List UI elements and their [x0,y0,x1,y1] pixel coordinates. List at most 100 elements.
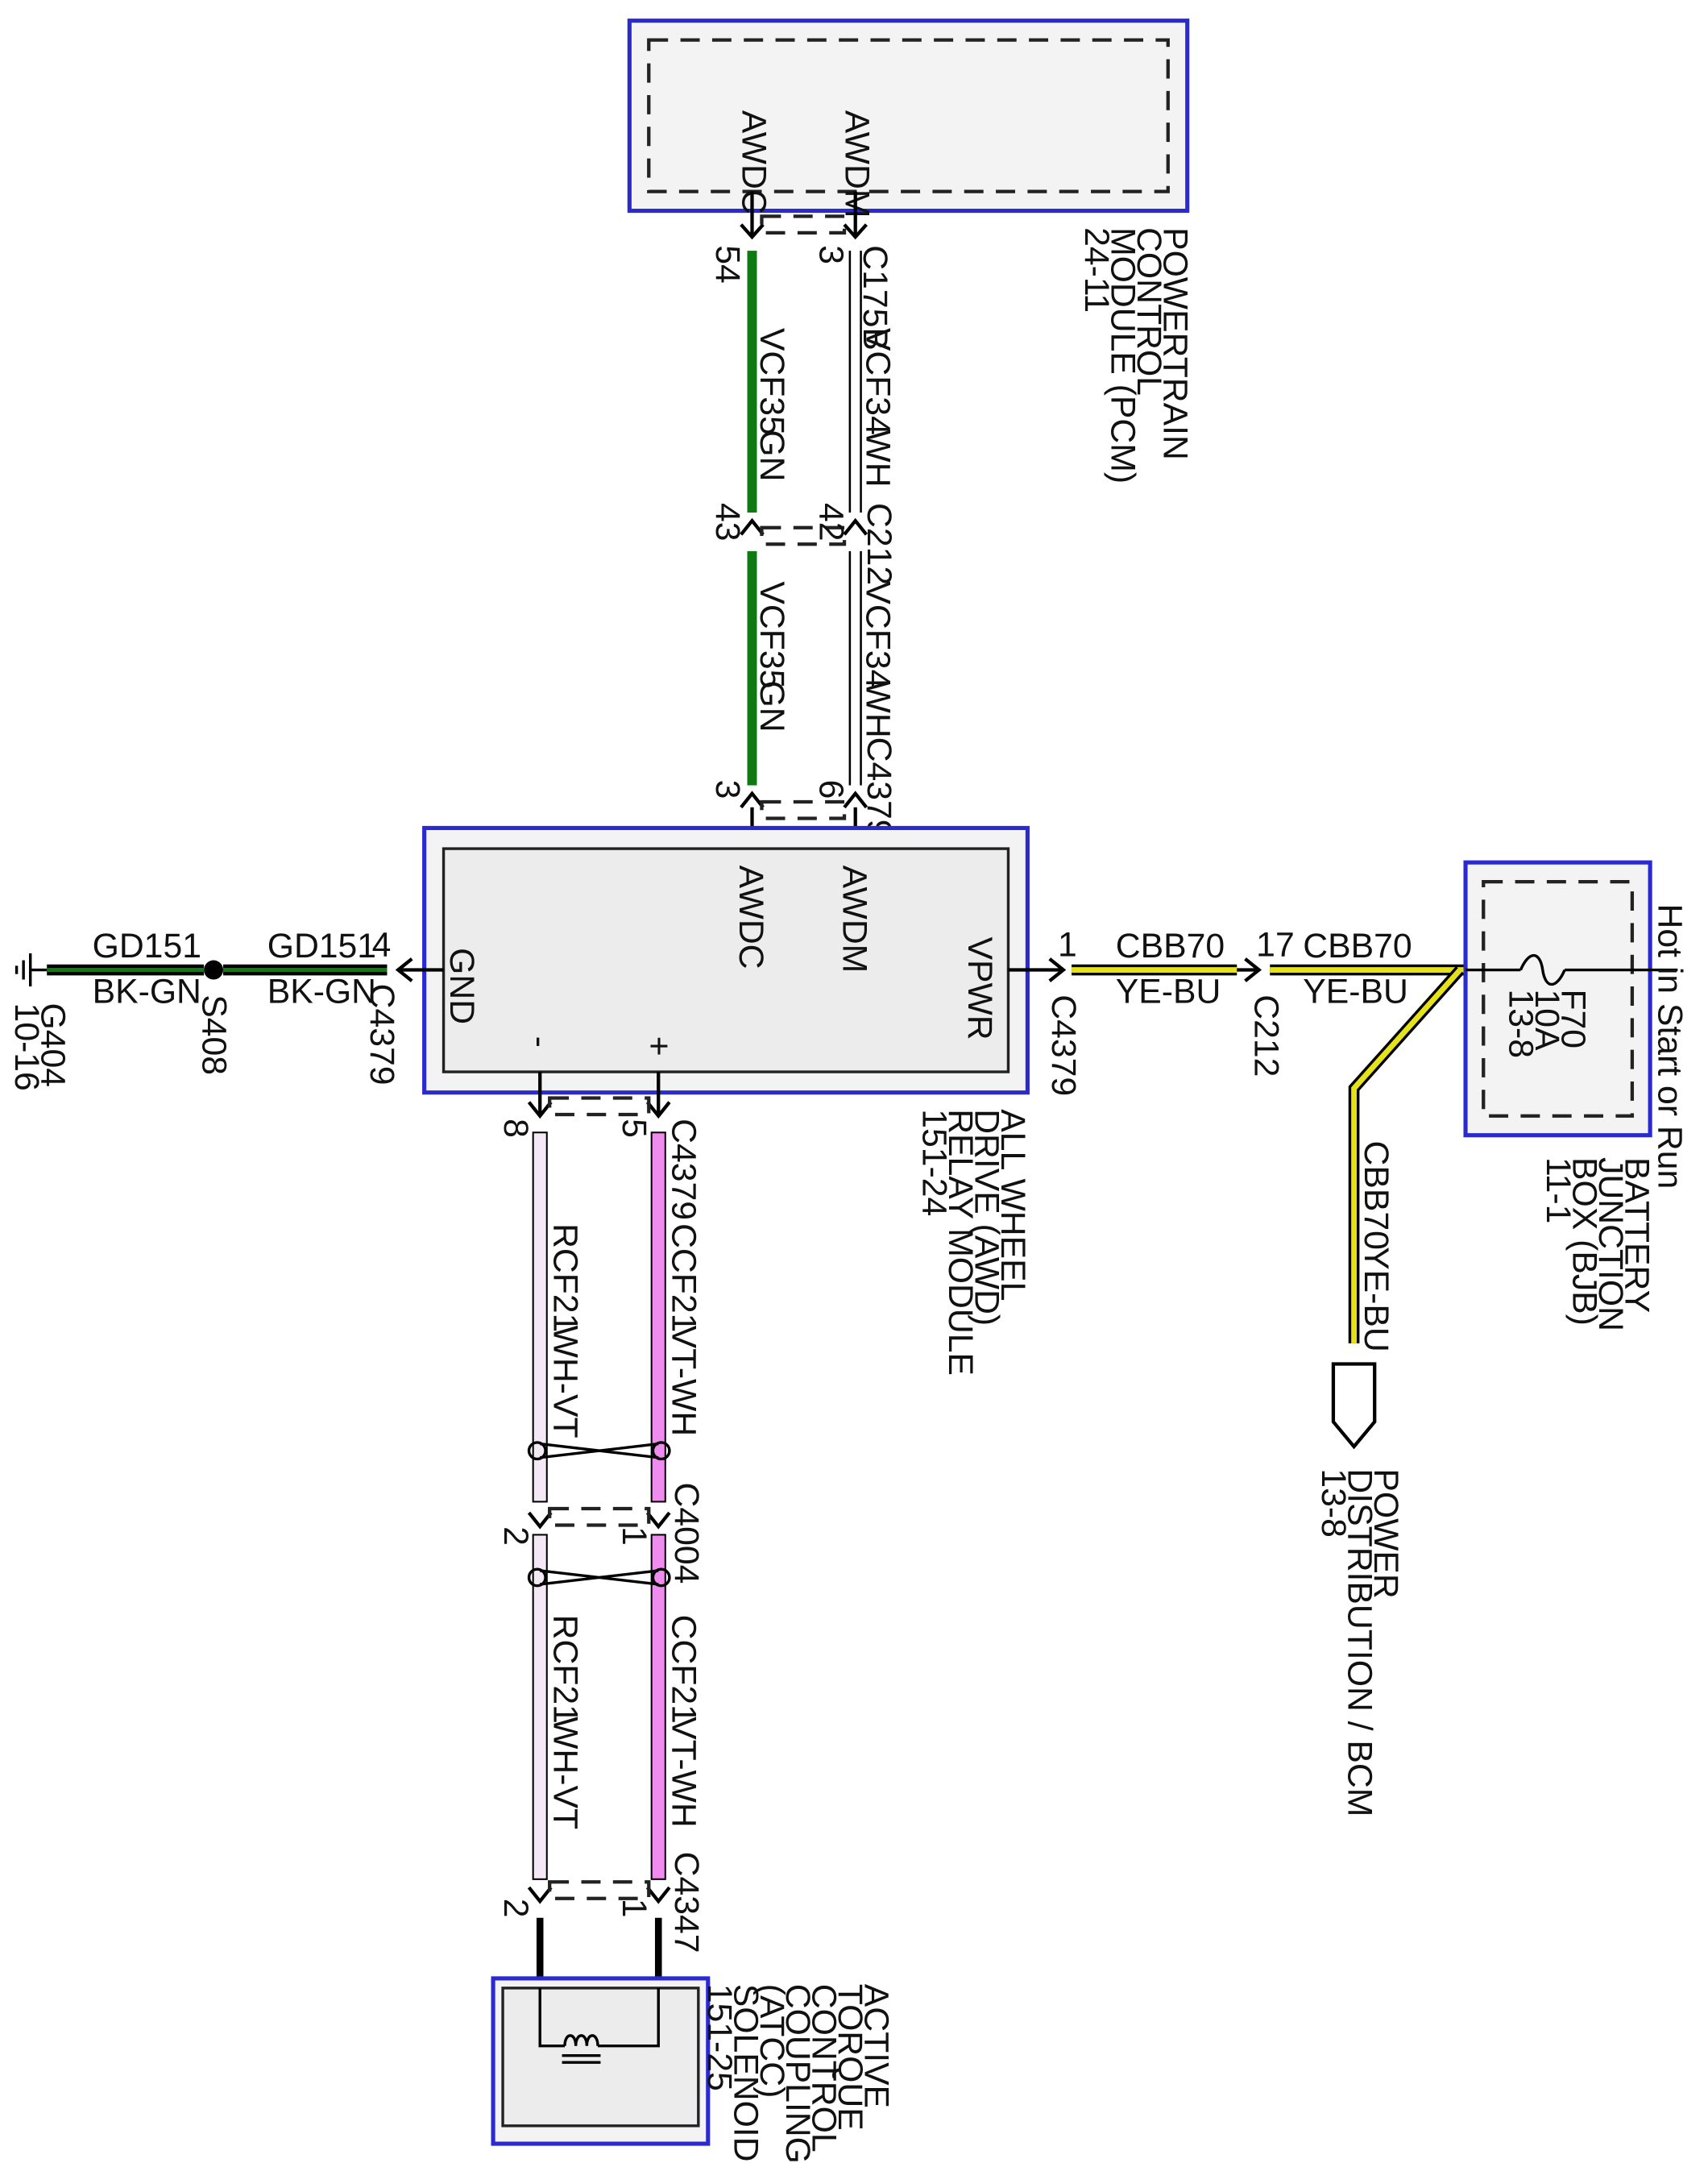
awd-pin-awdc: AWDC [732,866,770,969]
power-distribution-arrow-icon[interactable] [1331,1362,1377,1450]
bjb-ref: 11-1 [1539,1157,1577,1223]
c4347-pin-plus: 1 [615,1899,653,1918]
vcf35-label-2: VCF35 [752,581,791,688]
cbb70-color-2: YE-BU [1303,973,1408,1011]
pcm-name-line1: POWERTRAIN [1156,227,1195,460]
cbb70-label-1: CBB70 [1116,927,1225,965]
bjb-name-line2: JUNCTION [1591,1157,1630,1331]
ccf21-color-2: VT-WH [664,1717,703,1828]
vcf35-color-1: GN [752,430,791,481]
awd-pin-plus: + [640,1036,678,1057]
wire-vcf34-2[interactable] [848,550,862,786]
gd151-color-1: BK-GN [93,973,201,1011]
awd-pin-awdm: AWDM [835,866,873,974]
splice-s408[interactable] [204,960,224,980]
ground-id: G404 [33,1003,72,1088]
arrow-icon [395,957,413,982]
cbb70-color-3: YE-BU [1357,1247,1395,1352]
c212-pwr-label: C212 [1246,994,1285,1077]
c4379-gnd-label: C4379 [363,984,401,1086]
c4379-top-pin-awdm: 6 [811,780,850,799]
gd151-color-2: BK-GN [267,973,376,1011]
vcf35-label-1: VCF35 [752,328,791,435]
cbb70-label-3: CBB70 [1357,1141,1395,1250]
awd-name-line1: ALL WHEEL [993,1109,1032,1301]
c4379-bot-label: C4379 [664,1119,703,1220]
vcf34-label-1: VCF34 [858,328,897,435]
atcc-solenoid-module[interactable] [491,1976,711,2146]
bjb-hot-label: Hot in Start or Run [1650,903,1689,1189]
gd151-label-1: GD151 [93,927,201,965]
ground-ref: 10-16 [7,1003,46,1091]
arrow-icon [843,517,869,536]
arrow-icon [1048,957,1067,982]
c4347-pin-minus: 2 [496,1899,535,1918]
atcc-name-line4: COUPLING [778,1984,817,2163]
c4004-pin-minus: 2 [496,1526,535,1546]
awd-ref: 151-24 [914,1109,953,1216]
c175b-label: C175B [856,245,894,351]
c4347-label: C4347 [667,1852,706,1953]
wire-ccf21-2[interactable] [650,1534,666,1880]
wire-rcf21-1[interactable] [532,1131,548,1503]
arrow-icon [740,791,765,809]
fuse-rating: 10A [1528,989,1566,1051]
atcc-name-line2: TORQUE [831,1984,869,2131]
solenoid-coil-icon [538,1987,660,2064]
vcf34-label-2: VCF34 [858,581,897,688]
c175b-pin-awdm: 3 [811,245,850,264]
splice-label: S408 [194,994,233,1075]
awd-relay-module[interactable] [422,825,1030,1095]
arrow-icon [527,1101,553,1119]
awd-name-line3: RELAY MODULE [941,1109,980,1376]
arrow-icon [740,223,765,240]
twisted-pair-icon [527,1567,671,1588]
wire-rcf21-2[interactable] [532,1534,548,1880]
c212-top-label: C212 [860,503,898,585]
atcc-name-line1: ACTIVE [857,1984,896,2108]
pcm-module[interactable] [627,19,1190,214]
arrow-icon [645,1886,671,1904]
gd151-label-2: GD151 [267,927,376,965]
twisted-pair-icon [527,1441,671,1461]
atcc-name-line6: SOLENOID [726,1984,765,2162]
c212-top-pin-awdc: 43 [708,503,747,542]
wire-vcf34-1[interactable] [848,251,862,513]
atcc-ref: 151-25 [700,1984,739,2091]
rcf21-label-1: RCF21 [545,1223,584,1332]
ccf21-color-1: VT-WH [664,1326,703,1437]
awd-pin-vpwr: VPWR [960,936,999,1040]
c4004-label: C4004 [667,1482,706,1584]
pd-ref: 13-8 [1314,1468,1353,1538]
c4379-gnd-pin: 4 [372,925,392,964]
atcc-name-line3: CONTROL [805,1984,844,2153]
awd-name-line2: DRIVE (AWD) [967,1109,1005,1326]
bjb-name-line3: BOX (BJB) [1565,1157,1603,1326]
arrow-icon [527,1886,553,1904]
wire-cbb70-3[interactable] [1348,965,1465,1343]
c175b-pin-awdc: 54 [708,245,747,284]
fuse-id: F70 [1554,989,1593,1048]
c4379-bot-pin-plus: 5 [615,1119,653,1138]
rcf21-label-2: RCF21 [545,1615,584,1724]
c4379-bot-pin-minus: 8 [496,1119,535,1138]
bjb-module[interactable] [1463,860,1652,1138]
c4379-top-label: C4379 [860,737,898,839]
wire-ccf21-1[interactable] [650,1131,666,1503]
arrow-icon [740,517,765,536]
ccf21-label-2: CCF21 [664,1615,703,1724]
rcf21-color-1: WH-VT [545,1326,584,1439]
pd-name-line2: DISTRIBUTION / BCM [1341,1468,1379,1816]
pcm-ref: 24-11 [1077,227,1116,313]
c4379-pwr-pin: 1 [1058,925,1077,964]
c212-top-pin-awdm: 42 [811,503,850,542]
c4379-top-pin-awdc: 3 [708,780,747,799]
ccf21-label-1: CCF21 [664,1223,703,1332]
vcf34-color-2: WH [858,681,897,738]
rcf21-color-2: WH-VT [545,1717,584,1829]
ground-icon [15,953,48,987]
arrow-icon [645,1511,671,1530]
bjb-name-line1: BATTERY [1617,1157,1656,1313]
fuse-icon[interactable] [1519,953,1566,986]
